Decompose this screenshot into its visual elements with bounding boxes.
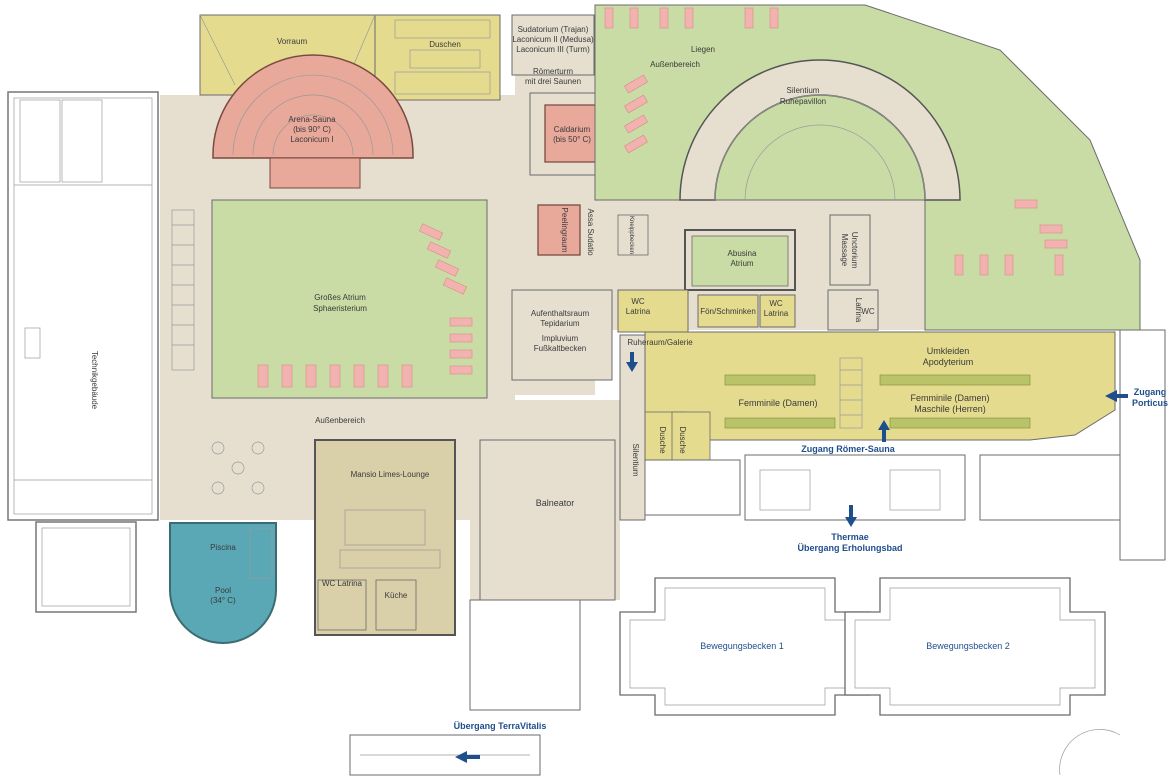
balneator-label: Balneator <box>536 498 575 508</box>
roemerturm: Sudatorium (Trajan) Laconicum II (Medusa… <box>511 14 649 256</box>
impluvium-label-1: Impluvium <box>542 334 579 343</box>
latrina-label-2: Latrina <box>764 309 789 318</box>
roemerturm-label-2: mit drei Saunen <box>525 77 581 86</box>
massage-label-1: Massage <box>840 234 849 267</box>
abusina-label-2: Atrium <box>730 259 753 268</box>
thermae-label-1: Thermae <box>831 532 869 542</box>
pool: Piscina Pool (34° C) <box>169 522 277 644</box>
femminile-label-2: Femminile (Damen) <box>910 393 989 403</box>
zugang-roemer-label: Zugang Römer-Sauna <box>801 444 896 454</box>
aufenthalt-label-2: Tepidarium <box>540 319 579 328</box>
peelingraum-label: Peelingraum <box>560 208 569 253</box>
ruheraum-label: Ruheraum/Galerie <box>627 338 693 347</box>
mansio-label: Mansio Limes-Lounge <box>351 470 430 479</box>
massage-label-2: Unctorium <box>850 232 859 269</box>
silentium-v-label: Silentium <box>631 444 640 477</box>
aussenbereich-green: Liegen Außenbereich Silentium Ruhepavill… <box>594 4 1141 331</box>
thermae-label-2: Übergang Erholungsbad <box>797 543 902 553</box>
becken1-label: Bewegungsbecken 1 <box>700 641 784 651</box>
aussenbereich-top-label: Außenbereich <box>650 60 700 69</box>
aufenthaltsraum: Aufenthaltsraum Tepidarium Impluvium Fuß… <box>511 289 613 381</box>
sudatorium-label-2: Laconicum II (Medusa) <box>512 35 594 44</box>
becken2-label: Bewegungsbecken 2 <box>926 641 1010 651</box>
arrow-thermae-icon <box>845 505 857 527</box>
abusina-atrium: Abusina Atrium Massage Unctorium <box>684 214 871 291</box>
arrow-ruheraum-icon <box>626 352 638 372</box>
zugang-porticus-label-1: Zugang <box>1134 387 1167 397</box>
wc-label-3: WC <box>861 307 875 316</box>
kueche-label: Küche <box>385 591 408 600</box>
mansio-lounge: Außenbereich Mansio Limes-Lounge WC Latr… <box>314 416 456 636</box>
roemerturm-label-1: Römerturm <box>533 67 573 76</box>
arrow-terravitalis-icon <box>455 751 480 763</box>
caldarium-label-2: (bis 50° C) <box>553 135 591 144</box>
impluvium-label-2: Fußkaltbecken <box>534 344 586 353</box>
latrina-label-1: Latrina <box>626 307 651 316</box>
arrow-roemer-icon <box>878 420 890 442</box>
arena-label-2: (bis 90° C) <box>293 125 331 134</box>
sudatorium-label-1: Sudatorium (Trajan) <box>518 25 589 34</box>
kneippbecken-label: Kneippbecken <box>628 216 634 254</box>
arena-label-1: Arena-Sauna <box>288 115 336 124</box>
atrium-label-1: Großes Atrium <box>314 293 366 302</box>
entrances: Zugang Porticus Zugang Römer-Sauna Therm… <box>454 352 1168 763</box>
arena-label-3: Laconicum I <box>290 135 333 144</box>
foen-label: Fön/Schminken <box>700 307 756 316</box>
silentium-label: Silentium <box>787 86 820 95</box>
wc-label-2: WC <box>769 299 783 308</box>
umkleiden-label-2: Apodyterium <box>923 357 974 367</box>
terravitalis-label: Übergang TerraVitalis <box>454 721 547 731</box>
technik-building: Technikgebäude <box>7 91 159 613</box>
assa-sudatio-label: Assa Sudatio <box>586 208 595 256</box>
dusche-label-1: Dusche <box>658 426 667 454</box>
caldarium-label-1: Caldarium <box>554 125 591 134</box>
cafe-tables <box>211 441 265 495</box>
wc-latrina-label: WC Latrina <box>322 579 363 588</box>
femminile-label-1: Femminile (Damen) <box>738 398 817 408</box>
dusche-label-2: Dusche <box>678 426 687 454</box>
technik-label: Technikgebäude <box>90 351 99 410</box>
pool-label-1: Pool <box>215 586 231 595</box>
abusina-label-1: Abusina <box>728 249 757 258</box>
vorraum-label: Vorraum <box>277 37 308 46</box>
atrium-label-2: Sphaeristerium <box>313 304 367 313</box>
lower-facilities <box>644 329 1166 561</box>
wc-row: WC Latrina Fön/Schminken WC Latrina Latr… <box>617 289 879 333</box>
liegen-label: Liegen <box>691 45 715 54</box>
wc-label-1: WC <box>631 297 645 306</box>
piscina-label: Piscina <box>210 543 236 552</box>
arrow-porticus-icon <box>1105 390 1128 402</box>
loungers-top <box>604 7 1068 276</box>
ruhepavillon-label: Ruhepavillon <box>780 97 826 106</box>
aussenbereich-mid-label: Außenbereich <box>315 416 365 425</box>
bewegungsbecken-1: Bewegungsbecken 1 <box>619 577 871 716</box>
bewegungsbecken-2: Bewegungsbecken 2 <box>844 577 1106 716</box>
pool-label-2: (34° C) <box>210 596 236 605</box>
arena-sauna: Arena-Sauna (bis 90° C) Laconicum I <box>212 54 414 189</box>
zugang-porticus-label-2: Porticus <box>1132 398 1168 408</box>
umkleiden: Umkleiden Apodyterium Femminile (Damen) … <box>644 331 1116 463</box>
aufenthalt-label-1: Aufenthaltsraum <box>531 309 590 318</box>
latrina-v-label: Latrina <box>854 298 863 323</box>
sudatorium-label-3: Laconicum III (Turm) <box>516 45 590 54</box>
courtyard-steps <box>171 209 195 371</box>
grosses-atrium: Großes Atrium Sphaeristerium <box>211 199 488 399</box>
duschen-label: Duschen <box>429 40 461 49</box>
umkleiden-label-1: Umkleiden <box>927 346 970 356</box>
lower-corridor <box>349 599 1121 776</box>
maschile-label: Maschile (Herren) <box>914 404 986 414</box>
balneator: Balneator <box>479 439 616 601</box>
